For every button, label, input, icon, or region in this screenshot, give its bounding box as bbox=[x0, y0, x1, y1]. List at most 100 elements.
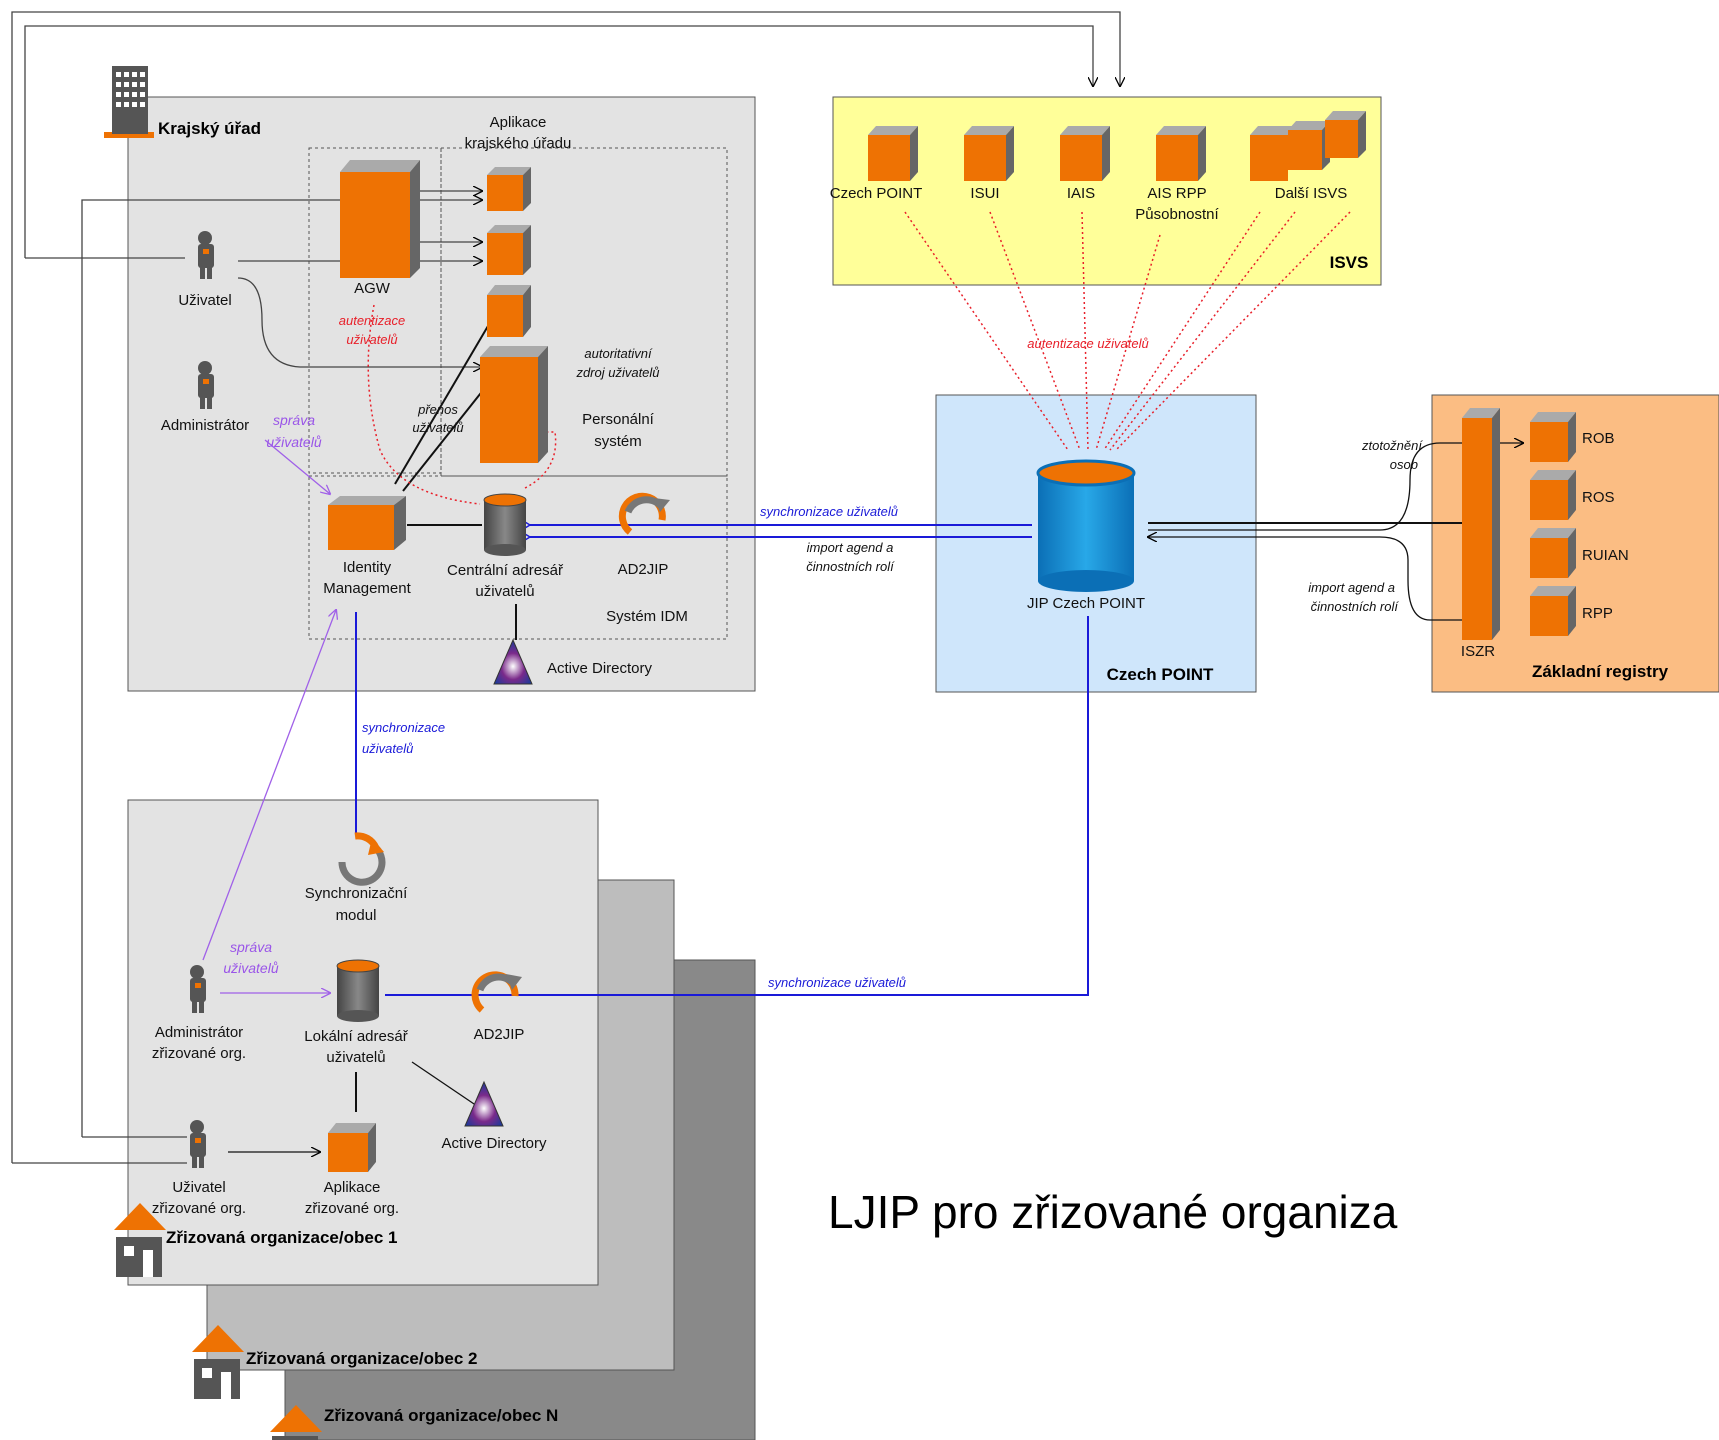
isvs-cube-isui bbox=[964, 126, 1014, 181]
agw-auth-label-1: autentizace bbox=[339, 313, 406, 328]
transfer-line-1 bbox=[394, 325, 489, 485]
sync-users-label: synchronizace uživatelů bbox=[760, 504, 898, 519]
house-icon-1 bbox=[114, 1203, 166, 1277]
sync-down-label-1: synchronizace bbox=[362, 720, 445, 735]
loop-line-inner bbox=[24, 25, 1093, 258]
authoritative-source-label-1: autoritativní bbox=[584, 346, 653, 361]
isvs-cube-ais-rpp bbox=[1156, 126, 1206, 181]
iszr-label: ISZR bbox=[1461, 643, 1495, 660]
registry-ruian-label: RUIAN bbox=[1582, 547, 1629, 564]
org-app-cube-icon bbox=[328, 1123, 376, 1172]
registry-import-label-2: činnostních rolí bbox=[1311, 599, 1400, 614]
org-user-label-1: Uživatel bbox=[172, 1179, 225, 1196]
local-dir-label-1: Lokální adresář bbox=[304, 1028, 408, 1045]
sync-module-label-1: Synchronizační bbox=[305, 885, 408, 902]
local-directory-icon bbox=[336, 959, 380, 1022]
idm-label-2: Management bbox=[323, 580, 411, 597]
agw-label: AGW bbox=[354, 280, 391, 297]
registry-ros-label: ROS bbox=[1582, 489, 1615, 506]
isvs-auth-label: autentizace uživatelů bbox=[1027, 336, 1148, 351]
active-directory-label: Active Directory bbox=[547, 660, 653, 677]
org-active-directory-label: Active Directory bbox=[441, 1135, 547, 1152]
idm-dashed-area bbox=[308, 475, 728, 640]
identify-line bbox=[1148, 443, 1523, 531]
local-to-ad-line bbox=[411, 1061, 481, 1109]
page-title: LJIP pro zřizované organiza bbox=[828, 1186, 1398, 1238]
house-icon-n bbox=[270, 1405, 322, 1440]
cp-down-sync-line bbox=[385, 616, 1089, 996]
org-admin-manage-label-2: uživatelů bbox=[223, 960, 278, 976]
isvs-title: ISVS bbox=[1330, 253, 1369, 272]
transfer-line-2 bbox=[402, 383, 489, 492]
transfer-label-2: uživatelů bbox=[412, 420, 463, 435]
building-icon bbox=[104, 66, 154, 138]
sync-module-icon bbox=[338, 832, 386, 886]
active-directory-icon bbox=[493, 638, 533, 685]
registry-rpp-label: RPP bbox=[1582, 605, 1613, 622]
org-admin-label-1: Administrátor bbox=[155, 1024, 243, 1041]
isvs-ais-rpp-sub: Působnostní bbox=[1135, 206, 1219, 223]
idm-cube-icon bbox=[328, 496, 406, 550]
user-person-icon bbox=[198, 231, 214, 279]
ad2jip-label: AD2JIP bbox=[618, 561, 669, 578]
personnel-dashed-area bbox=[440, 147, 728, 477]
import-roles-line bbox=[1148, 537, 1466, 621]
registry-cube-ruian bbox=[1530, 528, 1576, 578]
isvs-dalsi-label: Další ISVS bbox=[1275, 185, 1348, 202]
registry-cube-rob bbox=[1530, 412, 1576, 462]
idm-system-label: Systém IDM bbox=[606, 608, 688, 625]
isvs-cube-dalsi bbox=[1250, 111, 1366, 181]
isvs-cube-iais bbox=[1060, 126, 1110, 181]
org-user-label-2: zřizované org. bbox=[152, 1200, 246, 1217]
agw-auth-label-2: uživatelů bbox=[346, 332, 397, 347]
isvs-czech-point-label: Czech POINT bbox=[830, 185, 923, 202]
loop-line-outer bbox=[11, 11, 1120, 1163]
central-dir-label-2: uživatelů bbox=[475, 583, 534, 600]
org-sync-users-label: synchronizace uživatelů bbox=[768, 975, 906, 990]
apps-dashed-area bbox=[308, 147, 442, 474]
registry-rob-label: ROB bbox=[1582, 430, 1615, 447]
admin-manage-label-1: správa bbox=[273, 412, 315, 428]
jip-czech-point-db-icon bbox=[1036, 459, 1136, 592]
admin-manage-arrow bbox=[264, 439, 330, 494]
isvs-ais-rpp-label: AIS RPP bbox=[1147, 185, 1206, 202]
personnel-server-icon bbox=[480, 346, 548, 463]
app-cube-icon-3 bbox=[487, 285, 531, 337]
agw-server-icon bbox=[340, 160, 420, 278]
org-ad2jip-icon bbox=[471, 971, 522, 1013]
identify-label-2: osob bbox=[1390, 457, 1418, 472]
personnel-label-1: Personální bbox=[582, 411, 655, 428]
ad2jip-sync-icon bbox=[618, 492, 670, 535]
org-ad2jip-label: AD2JIP bbox=[474, 1026, 525, 1043]
org-1-title: Zřizovaná organizace/obec 1 bbox=[166, 1228, 397, 1247]
import-roles-label-2: činnostních rolí bbox=[806, 559, 895, 574]
iszr-server-icon bbox=[1462, 408, 1500, 640]
org-active-directory-icon bbox=[464, 1080, 504, 1127]
sync-module-label-2: modul bbox=[336, 907, 377, 924]
org-apps-label-1: Aplikace bbox=[324, 1179, 381, 1196]
admin-label: Administrátor bbox=[161, 417, 249, 434]
admin-manage-label-2: uživatelů bbox=[266, 434, 321, 450]
org-admin-manage-label-1: správa bbox=[230, 939, 272, 955]
org-admin-person-icon bbox=[190, 965, 206, 1013]
sync-down-label-2: uživatelů bbox=[362, 741, 413, 756]
personnel-label-2: systém bbox=[594, 433, 642, 450]
czech-point-title: Czech POINT bbox=[1107, 665, 1214, 684]
isvs-isui-label: ISUI bbox=[970, 185, 999, 202]
house-icon-2 bbox=[192, 1325, 244, 1399]
admin-person-icon bbox=[198, 361, 214, 409]
jip-db-label: JIP Czech POINT bbox=[1027, 595, 1145, 612]
registry-title: Základní registry bbox=[1532, 662, 1669, 681]
org-n-title: Zřizovaná organizace/obec N bbox=[324, 1406, 558, 1425]
regional-office-title: Krajský úřad bbox=[158, 119, 261, 138]
user-to-personnel bbox=[237, 277, 482, 367]
registry-cube-rpp bbox=[1530, 586, 1576, 636]
app-cube-icon-1 bbox=[487, 167, 531, 211]
org-user-person-icon bbox=[190, 1120, 206, 1168]
central-dir-label-1: Centrální adresář bbox=[447, 562, 564, 579]
auth-line-agw bbox=[367, 304, 481, 505]
registry-cube-ros bbox=[1530, 470, 1576, 520]
idm-label-1: Identity bbox=[343, 559, 392, 576]
org-2-title: Zřizovaná organizace/obec 2 bbox=[246, 1349, 477, 1368]
